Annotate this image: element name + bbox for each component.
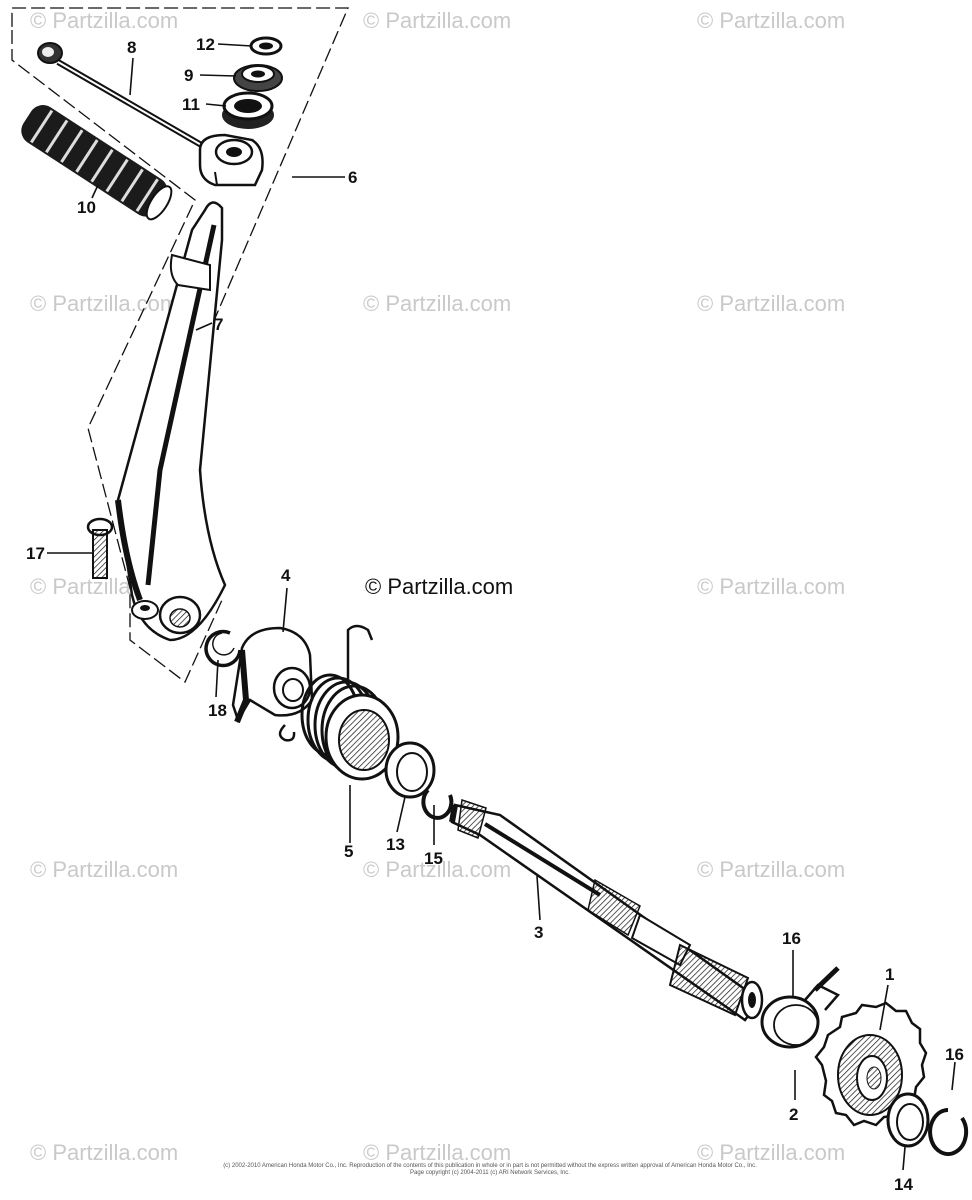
watermark: © Partzilla.com: [30, 291, 179, 316]
ratchet-clip-16: [760, 966, 840, 1049]
washer-13: [384, 741, 436, 799]
copyright-line-2: Page copyright (c) 2004-2011 (c) ARI Net…: [410, 1170, 570, 1176]
callout-16-lower: 16: [945, 1045, 964, 1064]
pivot-bolt: [37, 42, 212, 153]
callout-labels: 8 12 9 11 10 6 7 17 4 18 5 13 15 3 16 1 …: [26, 35, 964, 1194]
kick-arm: [115, 201, 227, 642]
watermark: © Partzilla.com: [697, 574, 846, 599]
circlip-16: [928, 1108, 969, 1156]
center-watermark: © Partzilla.com: [365, 574, 514, 599]
kick-gear: [814, 1001, 928, 1127]
callout-7: 7: [214, 315, 223, 334]
watermark: © Partzilla.com: [30, 8, 179, 33]
callout-15: 15: [424, 849, 443, 868]
callout-1: 1: [885, 965, 894, 984]
callout-13: 13: [386, 835, 405, 854]
copyright-notice: (c) 2002-2010 American Honda Motor Co., …: [150, 1163, 830, 1177]
callout-12: 12: [196, 35, 215, 54]
callout-18: 18: [208, 701, 227, 720]
circlip-18: [204, 629, 242, 668]
callout-10: 10: [77, 198, 96, 217]
pedal-boss: [198, 133, 264, 187]
watermark: © Partzilla.com: [30, 1140, 179, 1165]
callout-6: 6: [348, 168, 357, 187]
callout-8: 8: [127, 38, 136, 57]
callout-14: 14: [894, 1175, 913, 1194]
assembly-outline: [11, 7, 349, 684]
callout-4: 4: [281, 566, 291, 585]
callout-2: 2: [789, 1105, 798, 1124]
callout-16-upper: 16: [782, 929, 801, 948]
rubber-grip: [21, 105, 173, 221]
spring-holder: [231, 626, 314, 742]
bolt-17: [86, 517, 114, 579]
watermark: © Partzilla.com: [363, 291, 512, 316]
washer-14: [886, 1092, 930, 1148]
callout-9: 9: [184, 66, 193, 85]
watermark: © Partzilla.com: [30, 857, 179, 882]
callout-5: 5: [344, 842, 353, 861]
washer-12: [249, 36, 283, 56]
copyright-line-1: (c) 2002-2010 American Honda Motor Co., …: [223, 1163, 757, 1169]
watermark: © Partzilla.com: [363, 1140, 512, 1165]
watermark: © Partzilla.com: [363, 8, 512, 33]
kick-spring: [300, 624, 400, 781]
circlip-15: [421, 788, 454, 820]
callout-17: 17: [26, 544, 45, 563]
leader-lines: [47, 43, 956, 1171]
callout-11: 11: [182, 95, 200, 114]
washer-9: [233, 64, 283, 92]
watermark: © Partzilla.com: [363, 857, 512, 882]
watermark: © Partzilla.com: [697, 857, 846, 882]
bushing-11: [222, 91, 274, 129]
watermark: © Partzilla.com: [697, 8, 846, 33]
callout-3: 3: [534, 923, 543, 942]
watermark: © Partzilla.com: [697, 1140, 846, 1165]
watermark: © Partzilla.com: [697, 291, 846, 316]
kick-spindle: [449, 799, 764, 1022]
